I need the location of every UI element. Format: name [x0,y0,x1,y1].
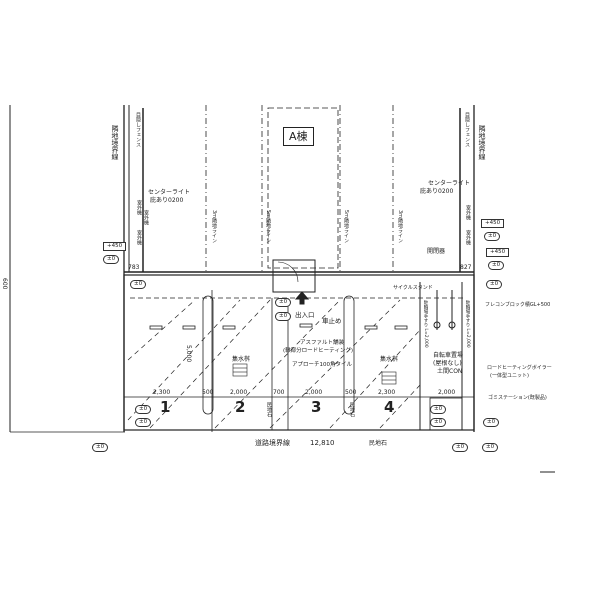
level-tag: ±0 [92,443,109,452]
left-light-label: センターライト [148,189,191,196]
level-tag: ±0 [275,312,292,321]
ac-unit-label: 室外機 [465,230,471,245]
paving-note: (轍部分ロードヒーティング) [283,348,353,354]
dimension-label: 2,300 [153,389,171,396]
drain-grate-icon [381,371,397,385]
ac-unit-label: 室外機 [465,205,471,220]
level-tag: ±0 [135,405,152,414]
gridline-label: 3m隣地ライン [211,210,217,244]
dimension-label: 2,000 [230,389,248,396]
boiler-label: ロードヒーティングボイラー [487,365,552,371]
level-tag: ±0 [130,280,147,289]
level-tag: ±0 [430,405,447,414]
parking-bay-number: 3 [311,398,322,416]
drain-grate-icon [232,363,248,377]
level-tag: ±0 [488,261,505,270]
drain-label: 集水桝 [232,356,251,363]
left-light-note: 庇あり0200 [150,197,184,204]
parking-bay-number: 1 [160,398,171,416]
switch-label: 開閉器 [427,248,446,255]
left-boundary-label: 隣地境界線 [111,125,119,160]
rail-label: 駐輪場手すり L=2,000 [465,300,470,348]
building-label: A棟 [283,127,314,146]
gridline-label: 5m隣地ライン [265,210,271,244]
dimension-label: 700 [273,389,285,396]
parking-bay-number: 4 [384,398,395,416]
dimension-label: 783 [128,264,140,271]
curb-label: 民地石 [266,402,272,417]
dimension-label: 500 [345,389,357,396]
dimension-label: 2,000 [305,389,323,396]
garbage-label: ゴミステーション(既製品) [488,395,547,401]
drain-label: 集水桝 [380,356,399,363]
ac-unit-label: 室外機 [136,230,142,245]
ac-unit-label: 室外機 [143,210,149,225]
cycle-stand-icon [433,290,456,330]
road-length-label: 12,810 [310,439,335,447]
right-light-label: センターライト [428,180,471,187]
rail-label: 駐輪場手すり L=2,000 [423,300,428,348]
right-fence-label: 目隠しフェンス [464,112,470,147]
building-outline [267,107,339,269]
level-tag: ±0 [484,232,501,241]
dimension-label: 600 [1,278,8,290]
entrance-label: 出入口 [295,311,315,319]
curb-label: 民地石 [349,402,355,417]
paving-label: アスファルト舗装 [300,340,345,346]
dimension-label: 827 [460,264,472,271]
right-boundary-label: 隣地境界線 [478,125,486,160]
bicycle-area-note: (屋根なし) [433,360,462,367]
approach-label: アプローチ100角タイル [292,362,352,368]
road-boundary-label: 道路境界線 [255,439,290,447]
entrance-arrow-icon [294,291,310,305]
parking-lot [123,274,475,431]
gridline-label: 5m隣地ライン [343,210,349,244]
bicycle-floor-label: 土間CON [437,368,463,375]
wheel-stop-label: 車止め [322,317,342,325]
ac-unit-label: 室外機 [136,200,142,215]
level-tag: ±0 [430,418,447,427]
level-tag: +450 [486,248,510,257]
curb-label: 民地石 [369,440,388,447]
level-tag: +450 [481,219,505,228]
dimension-label: 5,000 [185,345,192,363]
dimension-label: 2,300 [378,389,396,396]
level-tag: ±0 [275,298,292,307]
bicycle-area-label: 自転車置場 [433,352,464,359]
level-tag: +450 [103,242,127,251]
boiler-note: (一体型ユニット) [490,373,529,379]
level-tag: ±0 [486,280,503,289]
left-fence-label: 目隠しフェンス [135,112,141,147]
dimension-label: 500 [202,389,214,396]
right-light-note: 庇あり0200 [420,188,454,195]
block-label: フレコンブロック積GL+500 [485,302,551,308]
level-tag: ±0 [482,443,499,452]
gridline-label: 3m隣地ライン [397,210,403,244]
dimension-label: 2,000 [438,389,456,396]
garbage-station [429,397,463,431]
parking-bay-number: 2 [235,398,246,416]
level-tag: ±0 [135,418,152,427]
cycle-stand-label: サイクルスタンド [393,285,433,291]
level-tag: ±0 [103,255,120,264]
level-tag: ±0 [452,443,469,452]
level-tag: ±0 [483,418,500,427]
